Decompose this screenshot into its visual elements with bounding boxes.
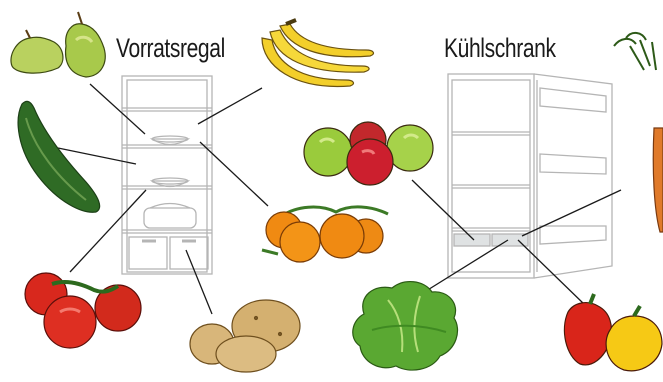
potato-icon [189,299,301,373]
shelf-title: Vorratsregal [116,33,225,63]
orange-icon [261,205,389,263]
pantry-shelf-sketch [121,75,213,275]
tomato-icon [24,272,142,349]
pepper-icon [563,293,663,372]
fridge-sketch [447,73,613,279]
lettuce-icon [352,281,459,371]
apple-icon [303,121,434,186]
cucumber-icon [17,100,101,213]
fridge-title: Kühlschrank [444,33,556,63]
pear-icon [10,11,106,78]
carrot-icon [613,32,663,233]
connector-lines [57,83,622,315]
banana-icon [261,18,375,88]
